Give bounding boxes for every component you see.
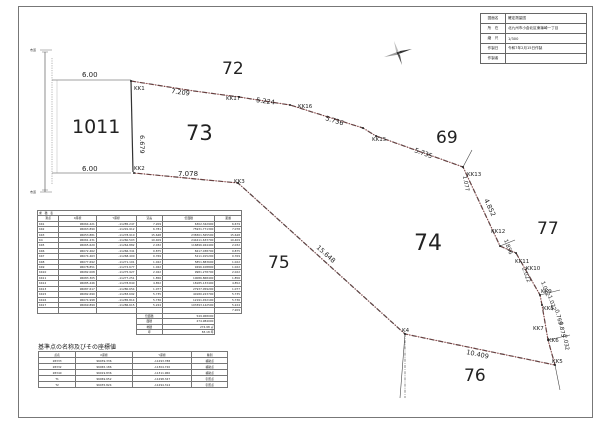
- point-kk3: KK3: [234, 179, 245, 185]
- table-cell: 引照点: [191, 381, 228, 388]
- dim-kk16-kk15: 5.736: [324, 114, 344, 127]
- point-kk11: KK11: [515, 259, 529, 265]
- sheet-border: [18, 6, 593, 418]
- table-cell: -11294.314: [131, 381, 193, 388]
- parcel-73: 73: [186, 121, 213, 145]
- dim-kk3-kk2: 7.078: [178, 170, 198, 178]
- table-cell: T2: [37, 381, 77, 388]
- neighbor-lines: [399, 149, 571, 399]
- point-kk17: KK17: [226, 96, 241, 102]
- parcel-77: 77: [537, 219, 559, 239]
- point-kk2: KK2: [134, 166, 145, 172]
- dim-kk8-kk7: 0.769: [553, 309, 563, 326]
- point-markers: [130, 80, 556, 366]
- parcel-69: 69: [436, 128, 458, 148]
- point-kk12: KK12: [491, 229, 505, 235]
- parcel-75: 75: [268, 253, 290, 273]
- boundary-lines: [130, 80, 556, 366]
- table-cell: [36, 307, 60, 314]
- point-kk5: KK5: [552, 359, 563, 365]
- dim-kk1-kk2: 6.679: [138, 135, 146, 154]
- point-kk15: KK15: [372, 137, 387, 143]
- coords-header-cell: 距離: [214, 215, 242, 222]
- point-kk10: KK10: [526, 266, 541, 272]
- reference-points-title: 基準点の名称及びその座標値: [38, 344, 117, 351]
- dim-kk12-kk11: 1.856: [502, 239, 513, 256]
- point-kk8: KK8: [543, 306, 554, 312]
- dim-kk1-kk17: 7.209: [171, 87, 191, 98]
- coords-header-cell: 倍面積: [162, 215, 216, 222]
- dim-road-bottom: 6.00: [82, 165, 98, 173]
- point-kk9: KK9: [541, 289, 552, 295]
- table-cell: 7.209: [214, 307, 242, 314]
- info-row: 図面名確定測量図: [480, 13, 587, 24]
- point-kk1: KK1: [134, 86, 145, 92]
- dim-kk13-kk12: 4.852: [482, 197, 497, 217]
- dim-kk6-kk5: 2.032: [561, 334, 570, 351]
- point-kk13: KK13: [467, 172, 482, 178]
- point-k4: K4: [402, 328, 410, 334]
- road-label-top: 市道: [30, 47, 36, 52]
- summary-value: 83.18 坪: [162, 328, 216, 336]
- parcel-72: 72: [222, 59, 244, 79]
- dim-k4-kk3: 15.648: [315, 244, 337, 265]
- coords-header-cell: Y座標: [95, 215, 137, 222]
- table-cell: 96035.824: [75, 381, 133, 388]
- dim-kk13-b: 1.077: [461, 175, 470, 192]
- dim-kk15-kk13: 5.735: [413, 146, 433, 160]
- road-label-bottom: 市道: [30, 189, 36, 194]
- info-row: 作製者: [480, 53, 587, 64]
- dim-kk17-kk16: 5.224: [256, 96, 276, 107]
- point-kk7: KK7: [533, 326, 544, 332]
- table-cell: [95, 307, 137, 314]
- road-area: [40, 49, 131, 193]
- north-arrow-icon: [384, 41, 412, 65]
- info-row: 所 在北九州市小倉北区東篠崎一丁目: [480, 23, 587, 34]
- info-row: 作製日令和7年2月15日作製: [480, 43, 587, 54]
- parcel-76: 76: [464, 366, 486, 386]
- summary-label: 坪: [135, 328, 164, 336]
- dim-kk5-k4: 10.409: [466, 348, 490, 361]
- dim-kk7-kk6: 0.875: [557, 321, 566, 338]
- dim-kk10-kk9: 1.022: [539, 281, 550, 298]
- dim-road-top: 6.00: [82, 71, 98, 79]
- coords-header-cell: 測点: [36, 215, 60, 222]
- dim-kk11-kk10: 2.022: [520, 267, 531, 284]
- parcel-74: 74: [414, 231, 442, 256]
- parcel-1011: 1011: [72, 116, 120, 138]
- point-kk6: KK6: [548, 338, 559, 344]
- dim-kk9-kk8: 1.022: [546, 295, 557, 312]
- point-kk16: KK16: [298, 104, 313, 110]
